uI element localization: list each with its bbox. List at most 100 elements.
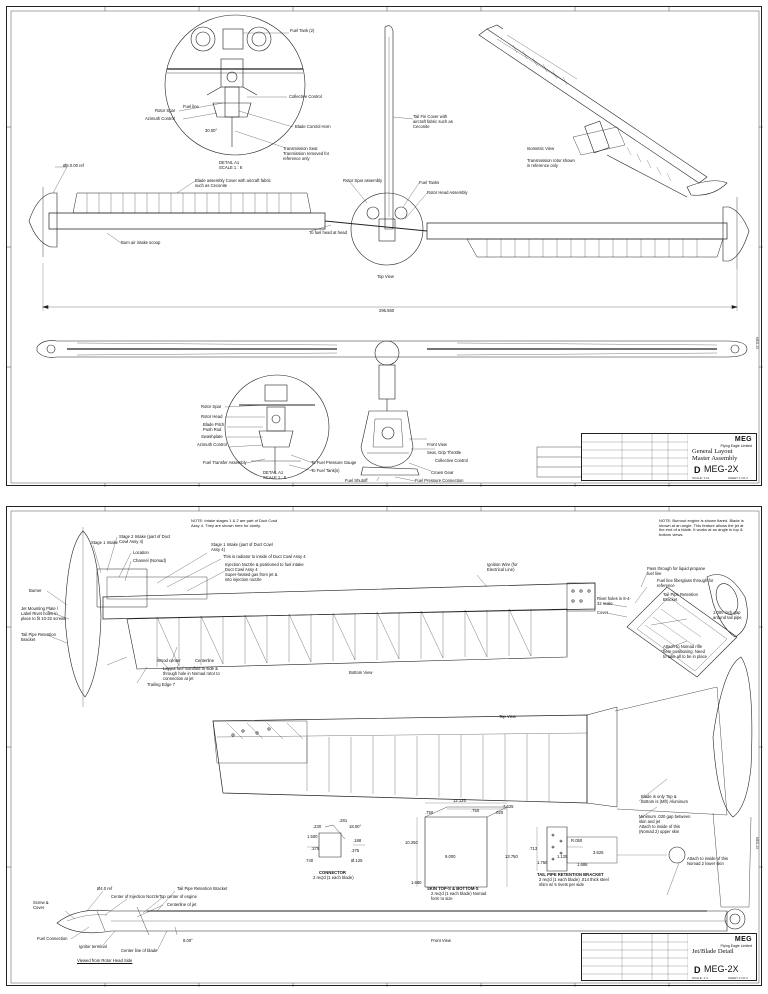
label-attach-right: Attach to inside of this (Nomad 2) upper… <box>639 824 680 834</box>
dim-281: .281 <box>339 818 348 823</box>
title-block-grid-2 <box>582 934 688 980</box>
dim-7625: 7.625 <box>503 804 514 809</box>
label-transmission-note: Transmission Seat Tranmission removed fo… <box>283 146 330 161</box>
title-block-logo-2: MEG <box>734 936 752 943</box>
label-top-view-2: Top View <box>499 714 516 719</box>
label-layout-line: Layout fuel manifold to side & through h… <box>163 666 220 681</box>
label-tail-fin: Tail Fin Cover with aircraft fabric such… <box>413 114 453 129</box>
label-stage1-intake: Stage 1 Intake <box>91 540 119 545</box>
dim-125: 1.125 <box>557 854 568 859</box>
dim-12125: 12.125 <box>453 798 466 803</box>
drawing-sheet: SHEET 1 OF 2 <box>728 476 748 480</box>
note-right: NOTE: Burnout engine is shown flared. Bl… <box>659 518 744 537</box>
label-blade-control-horn: Blade Control Horn <box>295 124 331 129</box>
sheet1-side-tag: MEG-2X <box>755 337 759 350</box>
dim-713: .713 <box>529 846 538 851</box>
drawing-scale: SCALE: 1:12 <box>692 476 710 480</box>
title-block-sheet-2: MEG Flying Eagle Limited Jet/Blade Detai… <box>581 933 757 981</box>
label-fuel-tanks: Fuel Tanks <box>419 180 440 185</box>
dim-750: .750 <box>471 808 480 813</box>
label-collective-control: Collective Control <box>289 94 322 99</box>
drawing-title-2: Jet/Blade Detail <box>692 948 734 955</box>
label-jet-mounting: Jet Mounting Plate / Label Rivet holes i… <box>21 606 67 621</box>
label-center-blade: Center line of blade <box>121 948 158 953</box>
label-center-injection: Center of Injection Nozzle <box>111 894 159 899</box>
label-rotor-spar-assembly: Rotor Spar assembly <box>343 178 383 183</box>
label-connector: CONNECTOR <box>319 870 346 875</box>
label-tail-pipe-sub: 2 req'd (1 each blade) .014 thick steel … <box>539 877 609 887</box>
label-radiator-inside: This is radiator to inside of Duct Cowl … <box>223 554 306 559</box>
label-center-line-jet: Centerline of jet <box>167 902 197 907</box>
label-detail-a2: DETAIL A1 <box>263 470 284 475</box>
label-burner: Burner <box>29 588 42 593</box>
label-attach-bottom: Attach to inside of this Nomad 2 lower s… <box>687 856 728 866</box>
label-channel: Channel (Nomad) <box>133 558 167 563</box>
drawing-sheet-2-no: SHEET 2 OF 2 <box>728 976 748 980</box>
dim-8: 8.00° <box>183 938 193 943</box>
dim-phi: Ø.125 <box>351 858 363 863</box>
label-to-fuel-tanks: To Fuel Tank(s) <box>311 468 340 473</box>
label-iso-note: Transmission rotor shown in reference on… <box>527 158 575 168</box>
label-to-fuel-head: To fuel head at head <box>309 230 347 235</box>
label-screw-cover: Screw & Cover <box>33 900 49 910</box>
label-rotor-head-assembly: Rotor Head Assembly <box>427 190 468 195</box>
drawing-size-2: D <box>694 965 701 975</box>
label-swashplate: Swashplate <box>201 434 223 439</box>
label-detail-a: DETAIL A1 <box>219 160 240 165</box>
label-front-view-b: Front View <box>431 938 451 943</box>
label-rivet-holes: Rivet holes in 8-4-32 scale <box>597 596 631 606</box>
label-wood-center: Wood center <box>157 658 181 663</box>
label-min-gap: Minimum .030 gap between skin and jet <box>639 814 691 824</box>
drawing-title-line1: General Layout <box>692 448 733 455</box>
label-isometric-view: Isometric View <box>527 146 555 151</box>
label-seat-grip: Seat, Grip Throttle <box>427 450 462 455</box>
label-ignitor: Ignitor terminal <box>79 944 107 949</box>
drawing-number-2: MEG-2X <box>704 964 739 974</box>
label-top-view: Top View <box>377 274 394 279</box>
label-burn-air-intake: Burn air intake scoop <box>121 240 161 245</box>
dim-375b: .375 <box>311 846 320 851</box>
dim-10250: 10.250 <box>405 840 418 845</box>
label-fuel-tank: Fuel Tank (2) <box>290 28 315 33</box>
dim-188: .188 <box>353 838 362 843</box>
dim-375: .375 <box>351 848 360 853</box>
label-fuel-transfer: Fuel Transfer Assembly <box>203 460 247 465</box>
label-rotor-head: Rotor Head <box>201 414 223 419</box>
label-front-view: Front View <box>427 442 447 447</box>
sheet2-side-tag: MEG-2X <box>755 837 759 850</box>
label-skin-title: SKIN TOP-S & BOTTOM-S <box>427 886 479 891</box>
sheet2-drawing <box>7 507 763 987</box>
title-block-grid <box>582 434 688 480</box>
label-injection-nozzle: Injection Nozzle & positioned to fuel in… <box>225 562 304 572</box>
drawing-scale-2: SCALE: 1:4 <box>692 976 708 980</box>
title-block-logo: MEG <box>734 436 752 443</box>
label-bottom-view: Bottom View <box>349 670 373 675</box>
label-crown-gear: Crown Gear <box>431 470 454 475</box>
label-rotor-spar-b: Rotor Spar <box>201 404 222 409</box>
label-fuel-line-fiber: Fuel line fiberglass through for referen… <box>657 578 714 588</box>
label-top-center-engine: Top center of engine <box>159 894 197 899</box>
label-attach-note: Attach to Nomad rifle here positioning. … <box>663 644 707 659</box>
label-blade-assembly: Blade assembly Cover with aircraft fabri… <box>195 178 271 188</box>
label-tail-pipe-b: Tail Pipe Retention Bracket <box>177 886 228 891</box>
label-centerline: Centerline <box>195 658 215 663</box>
drawing-number: MEG-2X <box>704 464 739 474</box>
dim-230: .230 <box>313 824 322 829</box>
label-blade-pitch: Blade Pitch Push Rod <box>203 422 225 432</box>
label-blade-note: Blade is only Top & Bottom is (Mfr) Alum… <box>641 794 689 804</box>
drawing-size: D <box>694 465 701 475</box>
label-azimuth-control-b: Azimuth Control <box>197 442 227 447</box>
label-ignition-wire: Ignition Wire (for Electrical Line) <box>487 562 518 572</box>
label-dim-angle: 30.00° <box>205 128 218 133</box>
drawing-title: General Layout Master Assembly <box>692 448 737 462</box>
dim-1500: 1.500 <box>307 834 318 839</box>
label-trailing-edge: Trailing Edge 7 <box>147 682 176 687</box>
dim-750b: .750 <box>425 810 434 815</box>
label-pass-through: Pass through for liquid propane fuel lin… <box>647 566 706 576</box>
title-block-logo-sub-2: Flying Eagle Limited <box>720 944 752 948</box>
dim-9000: 9.000 <box>445 854 456 859</box>
dim-r95: R.050 <box>571 838 583 843</box>
label-fuel-shutoff: Fuel Shutoff <box>345 478 368 483</box>
dim-740: .740 <box>305 858 314 863</box>
label-fuel-connection: Fuel Connection <box>37 936 68 941</box>
